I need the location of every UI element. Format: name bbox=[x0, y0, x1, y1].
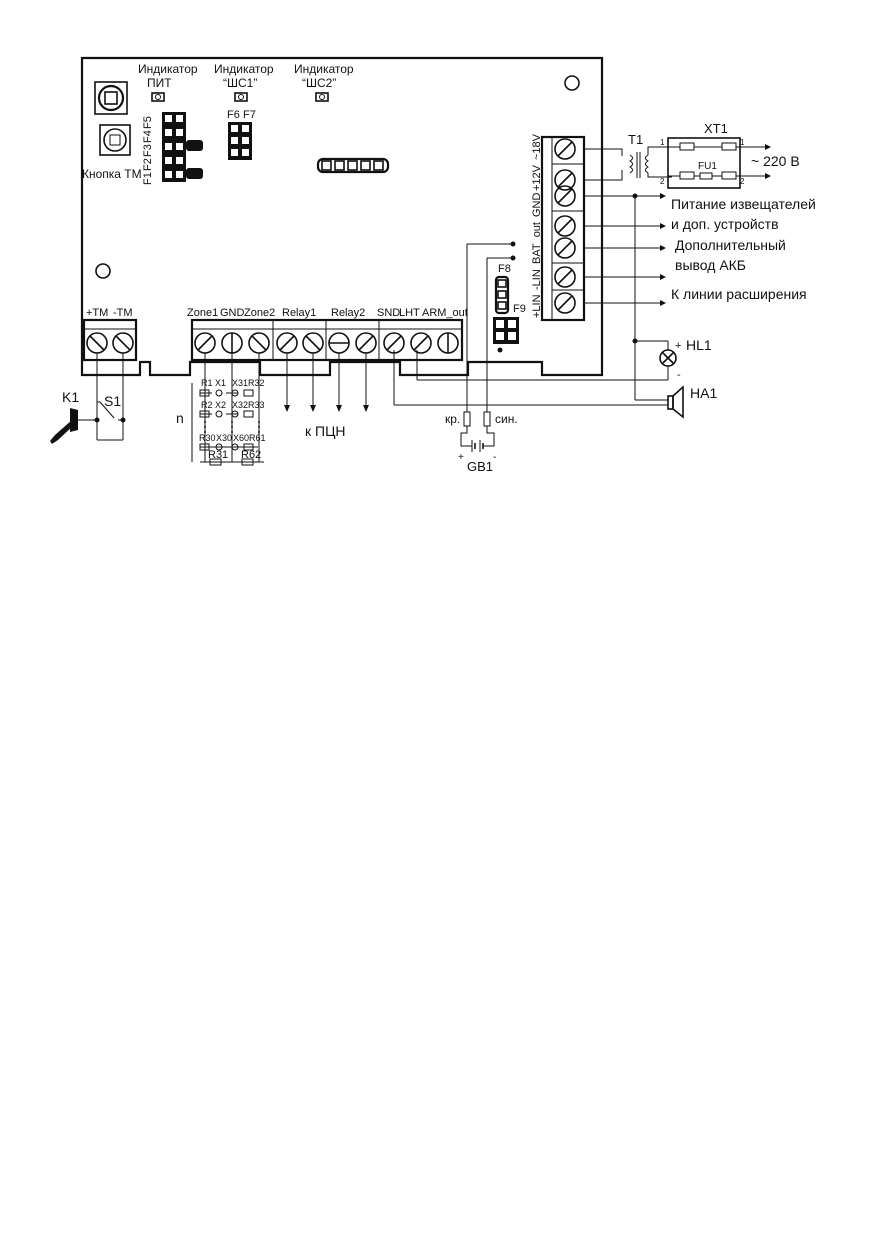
pin-out-1: 1 bbox=[740, 138, 745, 147]
indicator-shs1-line2: “ШС1” bbox=[223, 76, 257, 90]
indicator-shs1-line1: Индикатор bbox=[214, 62, 274, 76]
zone-n: n bbox=[176, 410, 184, 426]
mount-hole-top bbox=[564, 75, 580, 91]
to-pcn-label: к ПЦН bbox=[305, 423, 346, 439]
indicator-pit: Индикатор ПИТ bbox=[138, 62, 198, 102]
k1-label: K1 bbox=[62, 389, 79, 405]
tm-button-label: Кнопка ТМ bbox=[82, 167, 142, 181]
battery-plus: + bbox=[458, 452, 464, 463]
s1-label: S1 bbox=[104, 393, 121, 409]
connector-label: XT1 bbox=[704, 121, 728, 136]
transformer-t1: T1 bbox=[584, 132, 672, 181]
zone-r62: R62 bbox=[241, 449, 261, 461]
terminal-block-bottom: Zone1 GND Zone2 Relay1 Relay2 SND LHT AR… bbox=[187, 307, 468, 362]
siren-label: HA1 bbox=[690, 385, 717, 401]
terminal-label-minus-tm: -TM bbox=[113, 307, 133, 319]
terminal-label-relay2: Relay2 bbox=[331, 307, 365, 319]
zone-x1: X1 bbox=[215, 378, 226, 388]
jumper-label-f6: F6 bbox=[227, 109, 240, 121]
zone-r1: R1 bbox=[201, 378, 213, 388]
terminal-label-relay1: Relay1 bbox=[282, 307, 316, 319]
transformer-label: T1 bbox=[628, 132, 643, 147]
jumper-block-f6-f7: F6 F7 bbox=[227, 109, 256, 160]
zone-r31: R31 bbox=[208, 449, 228, 461]
battery-label: GB1 bbox=[467, 459, 493, 474]
jumper-block-f8-f9: F8 F9 bbox=[493, 263, 526, 353]
lamp-plus: + bbox=[675, 340, 681, 352]
terminal-label-gnd: GND bbox=[531, 193, 543, 218]
label-power-1: Питание извещателей bbox=[671, 196, 816, 212]
jumper-label-f9: F9 bbox=[513, 303, 526, 315]
pin-in-2: 2 bbox=[660, 177, 665, 186]
tm-key-reader: K1 S1 bbox=[50, 353, 126, 444]
jumper-label-f3: F3 bbox=[142, 144, 154, 157]
zone-circuits: R1 X1 X31 R32 R2 X2 X32 R33 R30 X30 X60 … bbox=[176, 353, 266, 466]
indicator-shs2: Индикатор “ШС2” bbox=[294, 62, 354, 102]
terminal-label-zone1: Zone1 bbox=[187, 307, 218, 319]
jumper-label-f1: F1 bbox=[142, 172, 154, 185]
terminal-label-plus-12v: +12V bbox=[531, 164, 543, 191]
zone-r2: R2 bbox=[201, 400, 213, 410]
fuse-label: FU1 bbox=[698, 161, 717, 172]
terminal-label-zone2: Zone2 bbox=[244, 307, 275, 319]
terminal-label-18v: ~18V bbox=[531, 133, 543, 160]
terminal-label-plus-lin: +LIN bbox=[531, 294, 543, 318]
right-terminal-block: +LIN -LIN BAT_out GND +12V ~18V bbox=[531, 133, 586, 322]
right-annotations: Питание извещателей и доп. устройств Доп… bbox=[671, 196, 816, 302]
terminal-label-minus-lin: -LIN bbox=[531, 269, 543, 290]
jumper-label-f7: F7 bbox=[243, 109, 256, 121]
terminal-label-arm-out: ARM_out bbox=[422, 307, 468, 319]
siren-ha1: HA1 bbox=[667, 385, 717, 419]
right-wiring bbox=[393, 195, 669, 406]
indicator-shs2-line1: Индикатор bbox=[294, 62, 354, 76]
lamp-minus: - bbox=[677, 369, 681, 381]
zone-r33: R33 bbox=[248, 400, 265, 410]
zone-x60: X60 bbox=[233, 433, 249, 443]
connector-xt1: XT1 1 2 1 2 FU1 ~ 220 В bbox=[660, 121, 800, 189]
zone-r61: R61 bbox=[249, 433, 266, 443]
terminal-label-lht: LHT bbox=[399, 307, 420, 319]
zone-r30: R30 bbox=[199, 433, 216, 443]
jumper-block-f1-f5: F1 F2 F3 F4 F5 bbox=[142, 112, 203, 185]
indicator-shs1: Индикатор “ШС1” bbox=[214, 62, 274, 102]
lamp-hl1: + HL1 - bbox=[659, 337, 712, 381]
battery-red: кр. bbox=[445, 412, 460, 426]
label-ext-line: К линии расширения bbox=[671, 286, 807, 302]
zone-x30: X30 bbox=[216, 433, 232, 443]
zone-x2: X2 bbox=[215, 400, 226, 410]
indicator-pit-line1: Индикатор bbox=[138, 62, 198, 76]
zone-x31: X31 bbox=[232, 378, 248, 388]
battery-minus: - bbox=[493, 452, 496, 463]
mains-label: ~ 220 В bbox=[751, 153, 800, 169]
jumper-label-f8: F8 bbox=[498, 263, 511, 275]
pin-in-1: 1 bbox=[660, 138, 665, 147]
indicator-shs2-line2: “ШС2” bbox=[302, 76, 336, 90]
battery-blue: син. bbox=[495, 412, 518, 426]
zone-r32: R32 bbox=[248, 378, 265, 388]
terminal-label-bat-out: BAT_out bbox=[531, 222, 543, 264]
label-power-2: и доп. устройств bbox=[671, 216, 779, 232]
tm-button: Кнопка ТМ bbox=[82, 124, 142, 181]
zone-x32: X32 bbox=[232, 400, 248, 410]
jumper-label-f5: F5 bbox=[142, 116, 154, 129]
indicator-pit-line2: ПИТ bbox=[147, 76, 172, 90]
label-akb-2: вывод АКБ bbox=[675, 257, 746, 273]
pin-header-5 bbox=[316, 157, 390, 174]
label-akb-1: Дополнительный bbox=[675, 237, 786, 253]
tamper-button bbox=[94, 81, 128, 115]
relay-outputs: к ПЦН bbox=[284, 353, 369, 439]
terminal-block-tm: +TM -TM bbox=[82, 307, 138, 362]
mount-hole-left bbox=[95, 263, 111, 279]
terminal-label-gnd-bottom: GND bbox=[220, 307, 245, 319]
terminal-label-snd: SND bbox=[377, 307, 400, 319]
pin-out-2: 2 bbox=[740, 177, 745, 186]
lamp-label: HL1 bbox=[686, 337, 712, 353]
board-outline bbox=[80, 56, 604, 377]
jumper-label-f4: F4 bbox=[142, 130, 154, 143]
terminal-label-plus-tm: +TM bbox=[86, 307, 108, 319]
battery-gb1: кр. син. + - GB1 bbox=[445, 411, 518, 474]
jumper-label-f2: F2 bbox=[142, 158, 154, 171]
battery-wiring bbox=[466, 243, 513, 412]
